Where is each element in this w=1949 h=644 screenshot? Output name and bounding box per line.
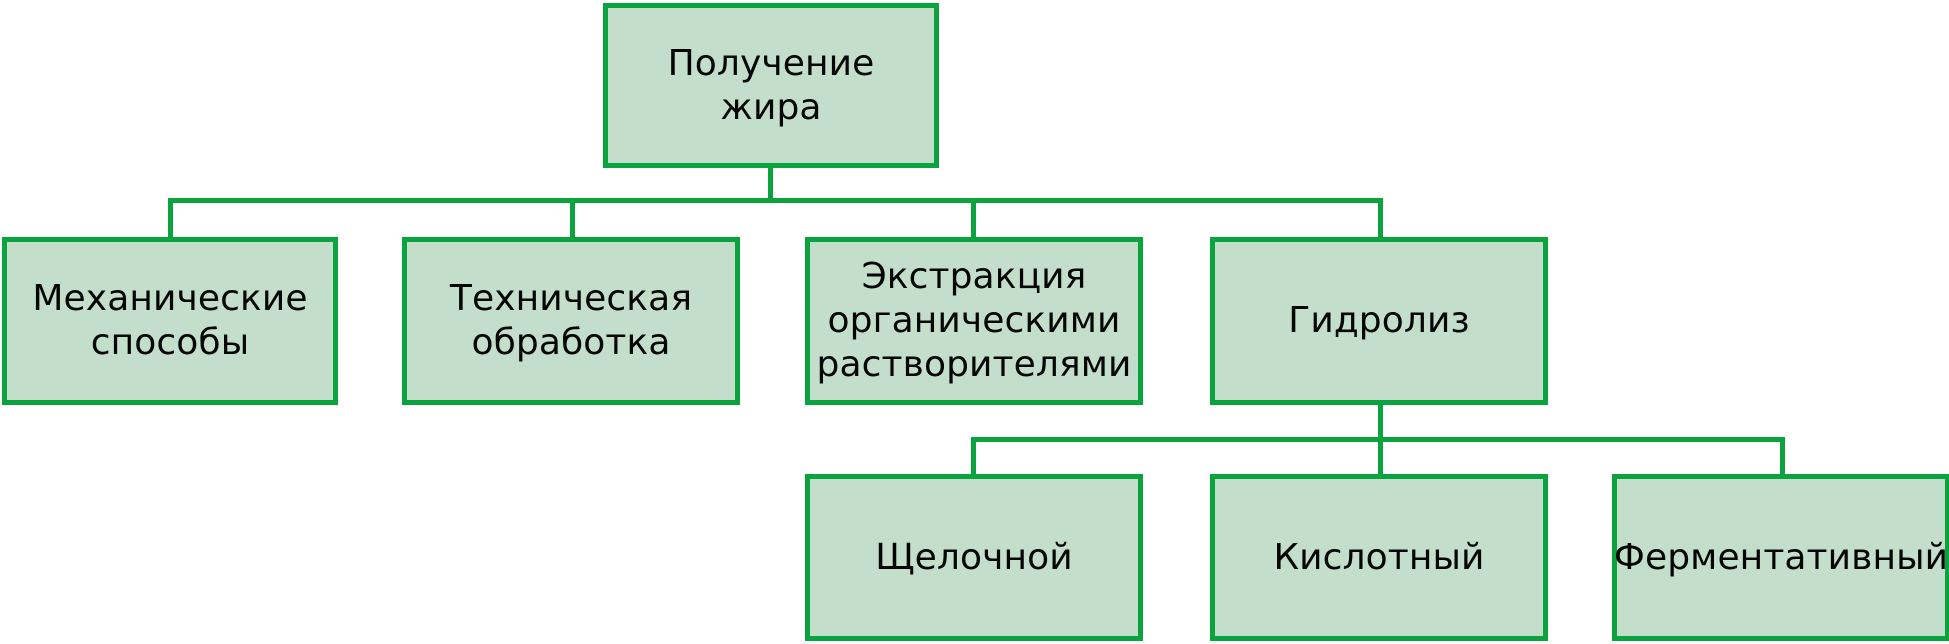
- connector-bus-level1-to-level2: [168, 198, 1383, 203]
- node-shchelochnoy[interactable]: Щелочной: [805, 474, 1143, 641]
- node-fermentativnyy[interactable]: Ферментативный: [1612, 474, 1949, 641]
- connector-drop-alkaline: [971, 437, 976, 476]
- node-label: Получение жира: [667, 42, 875, 128]
- node-label: Гидролиз: [1288, 300, 1470, 342]
- node-poluchenie-zhira[interactable]: Получение жира: [603, 3, 939, 168]
- node-tekhnicheskaya-obrabotka[interactable]: Техническая обработка: [402, 237, 740, 405]
- node-label: Кислотный: [1273, 536, 1485, 578]
- node-label: Техническая обработка: [449, 278, 693, 363]
- node-label: Щелочной: [875, 536, 1073, 578]
- node-ekstraktsiya-organicheskimi-rastvoritelyami[interactable]: Экстракция органическими растворителями: [805, 237, 1143, 405]
- connector-drop-enzymatic: [1780, 437, 1785, 476]
- node-label: Механические способы: [32, 278, 308, 363]
- connector-drop-technical: [570, 198, 575, 239]
- connector-root-stem: [768, 166, 773, 202]
- node-kislotnyy[interactable]: Кислотный: [1210, 474, 1548, 641]
- connector-drop-extraction: [971, 198, 976, 239]
- node-label: Экстракция органическими растворителями: [816, 256, 1132, 385]
- connector-drop-hydrolysis: [1378, 198, 1383, 239]
- connector-drop-acid: [1378, 437, 1383, 476]
- connector-hydrolysis-stem: [1378, 403, 1383, 441]
- node-mekhanicheskie-sposoby[interactable]: Механические способы: [2, 237, 338, 405]
- node-label: Ферментативный: [1613, 536, 1949, 578]
- connector-drop-mechanical: [168, 198, 173, 239]
- node-gidroliz[interactable]: Гидролиз: [1210, 237, 1548, 405]
